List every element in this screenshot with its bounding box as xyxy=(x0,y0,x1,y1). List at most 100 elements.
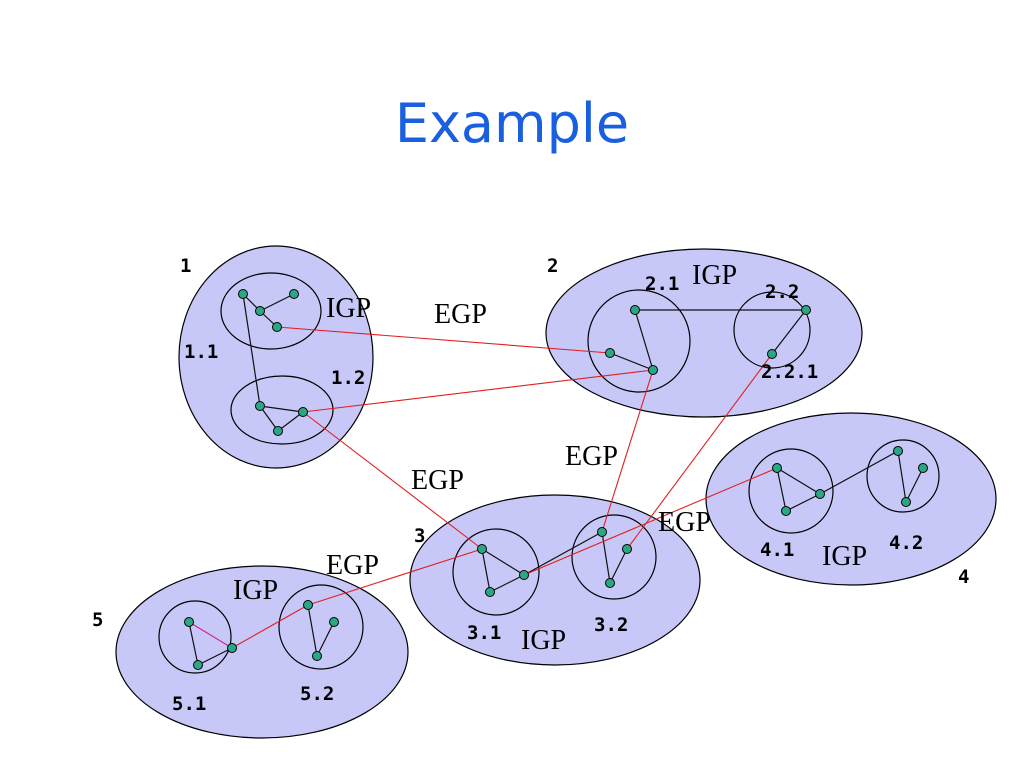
igp-link xyxy=(481,548,525,576)
igp-label-as3: IGP xyxy=(521,625,566,656)
igp-link xyxy=(819,450,899,495)
router-node xyxy=(893,446,903,456)
subnet-4-1-label: 4.1 xyxy=(760,539,794,561)
router-node xyxy=(255,306,265,316)
igp-label-as2: IGP xyxy=(692,260,737,291)
egp-label-1-3: EGP xyxy=(411,465,464,496)
igp-link xyxy=(905,467,924,503)
subnet-3-1-label: 3.1 xyxy=(467,622,501,644)
as-4-label: 4 xyxy=(958,566,969,588)
router-node xyxy=(272,322,282,332)
router-node xyxy=(622,544,632,554)
router-node xyxy=(767,349,777,359)
subnet-1-1-label: 1.1 xyxy=(184,341,218,363)
igp-links xyxy=(188,293,924,666)
routers xyxy=(184,289,928,670)
egp-label-3-4: EGP xyxy=(658,507,711,538)
router-node xyxy=(227,643,237,653)
as-4-region xyxy=(705,412,997,586)
subnet-1-2-circle xyxy=(230,375,334,445)
router-node xyxy=(289,289,299,299)
subnet-1-1-circle xyxy=(220,272,322,350)
router-node xyxy=(312,651,322,661)
router-node xyxy=(605,578,615,588)
egp-link xyxy=(626,353,773,550)
slide-title: Example xyxy=(394,92,630,155)
igp-link xyxy=(259,405,279,432)
igp-link xyxy=(259,405,304,413)
as-1-region xyxy=(178,245,374,469)
igp-link xyxy=(481,548,491,593)
subnet-5-1-label: 5.1 xyxy=(172,693,206,715)
egp-label-2-3: EGP xyxy=(565,441,618,472)
router-node xyxy=(303,600,313,610)
subnet-2-1-label: 2.1 xyxy=(645,273,679,295)
igp-link xyxy=(523,531,603,576)
as-3-region xyxy=(409,494,701,666)
as-2-label: 2 xyxy=(547,255,558,277)
router-node xyxy=(801,305,811,315)
egp-link xyxy=(523,467,778,576)
subnet-2-2-label: 2.2 xyxy=(765,281,799,303)
as-3-label: 3 xyxy=(414,525,425,547)
router-node xyxy=(605,348,615,358)
subnet-5-2-circle xyxy=(278,584,364,670)
igp-link xyxy=(259,293,295,312)
igp-link xyxy=(188,621,199,666)
igp-link xyxy=(601,531,611,584)
igp-label-as1: IGP xyxy=(326,293,371,324)
as-2-region xyxy=(545,248,863,418)
egp-link xyxy=(307,548,483,606)
egp-link xyxy=(231,604,309,649)
router-node xyxy=(597,527,607,537)
router-node xyxy=(519,570,529,580)
router-node xyxy=(815,489,825,499)
router-node xyxy=(238,289,248,299)
router-node xyxy=(630,305,640,315)
as-1-label: 1 xyxy=(180,255,191,277)
igp-link xyxy=(197,647,233,666)
router-node xyxy=(193,660,203,670)
igp-link xyxy=(771,309,807,355)
router-node xyxy=(184,617,194,627)
router-node xyxy=(329,617,339,627)
igp-link xyxy=(897,450,907,503)
router-node xyxy=(901,497,911,507)
as-5-region xyxy=(115,565,409,739)
igp-label-as4: IGP xyxy=(822,541,867,572)
igp-link xyxy=(307,604,318,657)
subnet-1-2-label: 1.2 xyxy=(331,367,365,389)
egp-label-3-5: EGP xyxy=(326,550,379,581)
egp-link xyxy=(188,621,233,649)
egp-links xyxy=(188,326,778,649)
igp-link xyxy=(609,352,654,371)
router-node xyxy=(918,463,928,473)
egp-link xyxy=(601,369,654,533)
egp-label-1-2: EGP xyxy=(434,299,487,330)
subnet-4-2-label: 4.2 xyxy=(889,532,923,554)
igp-link xyxy=(634,309,654,371)
subnet-3-2-label: 3.2 xyxy=(594,614,628,636)
subnet-2-1-circle xyxy=(587,289,691,393)
subnet-2-2-1-label: 2.2.1 xyxy=(761,361,818,383)
router-node xyxy=(648,365,658,375)
igp-link xyxy=(776,467,787,512)
as-5-label: 5 xyxy=(92,609,103,631)
igp-link xyxy=(277,411,304,432)
igp-link xyxy=(785,493,821,512)
igp-link xyxy=(242,293,261,407)
igp-link xyxy=(316,621,335,657)
igp-link xyxy=(609,548,628,584)
egp-link xyxy=(302,369,654,413)
subnet-3-2-circle xyxy=(571,514,657,600)
router-node xyxy=(273,426,283,436)
subnet-2-2-circle xyxy=(733,291,811,369)
igp-link xyxy=(776,467,821,495)
igp-link xyxy=(489,574,525,593)
router-node xyxy=(298,407,308,417)
router-node xyxy=(477,544,487,554)
subnet-3-1-circle xyxy=(452,528,540,616)
router-node xyxy=(255,401,265,411)
router-node xyxy=(485,587,495,597)
